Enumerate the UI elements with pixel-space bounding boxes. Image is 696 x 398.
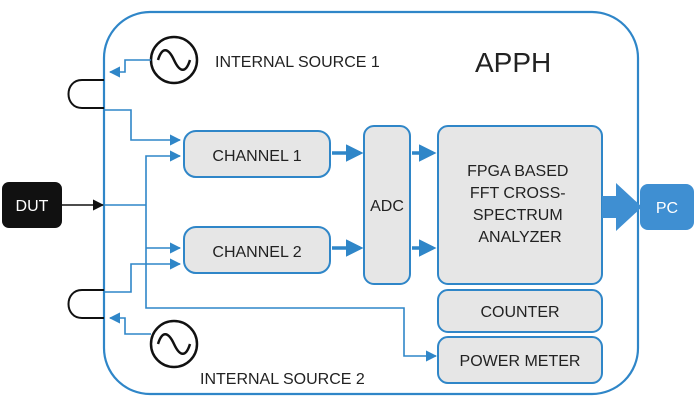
apph-title: APPH bbox=[475, 47, 551, 78]
routing-wire-counter bbox=[145, 292, 438, 362]
internal-source-2-label: INTERNAL SOURCE 2 bbox=[200, 371, 365, 388]
routing-wire-bottom bbox=[104, 258, 182, 293]
pc-block bbox=[640, 184, 694, 230]
counter-block bbox=[437, 289, 603, 333]
fpga-line-2: FFT CROSS- bbox=[470, 185, 566, 202]
internal-source-1-label: INTERNAL SOURCE 1 bbox=[215, 54, 380, 71]
fpga-analyzer-label: FPGA BASED FFT CROSS- SPECTRUM ANALYZER bbox=[467, 163, 573, 246]
fpga-line-4: ANALYZER bbox=[478, 229, 561, 246]
loop-top-icon bbox=[67, 79, 104, 109]
source1-wire bbox=[108, 59, 151, 78]
fpga-line-3: SPECTRUM bbox=[473, 207, 563, 224]
sine-source-1-icon bbox=[149, 35, 199, 85]
dut-label: DUT bbox=[16, 198, 49, 215]
adc-label: ADC bbox=[370, 198, 404, 215]
adc-block bbox=[363, 125, 411, 285]
fpga-to-pc-arrow bbox=[602, 183, 642, 231]
fpga-analyzer-block bbox=[437, 125, 603, 285]
source2-wire bbox=[108, 312, 151, 335]
channel-2-label: CHANNEL 2 bbox=[212, 244, 301, 261]
routing-wire-ch1-lower bbox=[145, 150, 182, 292]
sine-source-2-icon bbox=[149, 319, 199, 369]
channel-2-block bbox=[183, 226, 331, 274]
loop-bottom-icon bbox=[67, 289, 104, 319]
routing-wire-top bbox=[104, 109, 182, 146]
channel-1-label: CHANNEL 1 bbox=[212, 148, 301, 165]
pc-label: PC bbox=[656, 200, 678, 217]
power-meter-label: POWER METER bbox=[460, 353, 581, 370]
power-meter-block bbox=[437, 336, 603, 384]
channel-1-block bbox=[183, 130, 331, 178]
fpga-line-1: FPGA BASED bbox=[467, 163, 568, 180]
counter-label: COUNTER bbox=[480, 304, 559, 321]
dut-block bbox=[2, 182, 62, 228]
